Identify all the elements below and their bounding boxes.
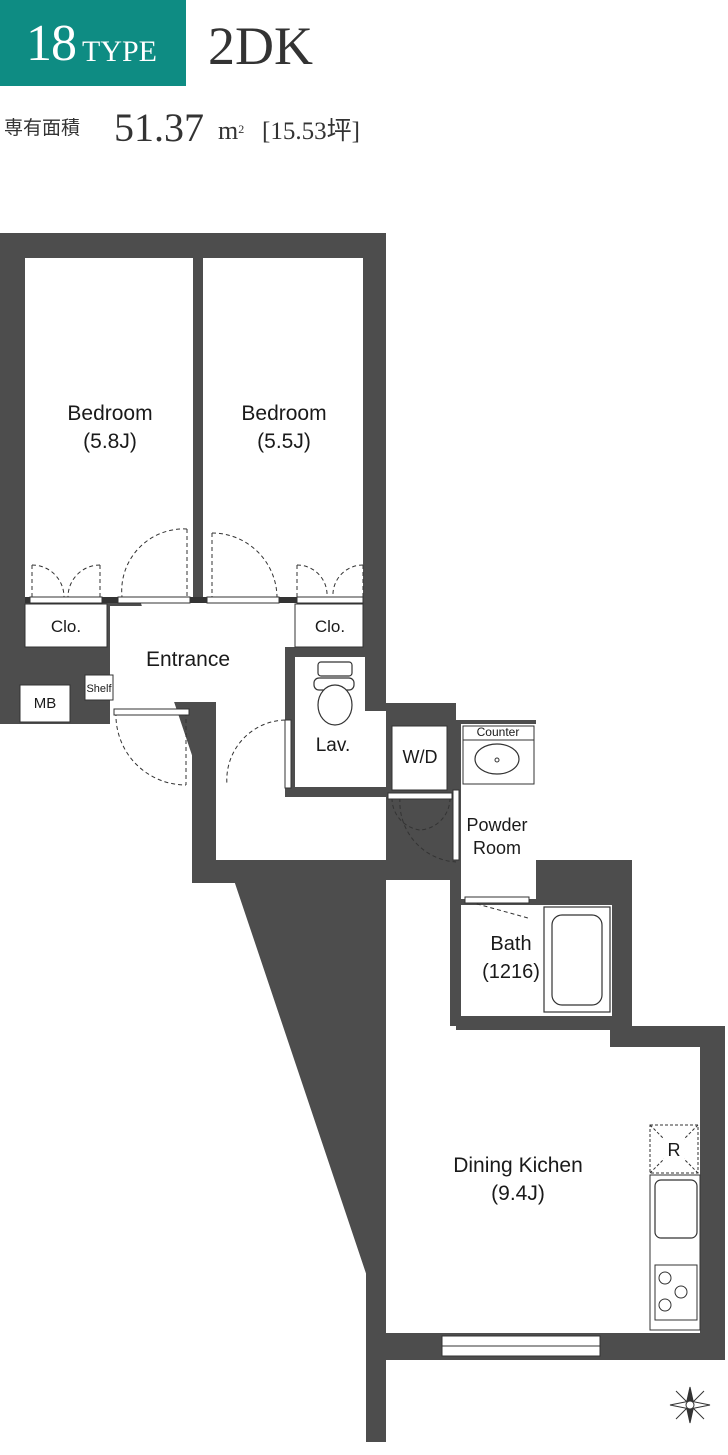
bedroom1-size: (5.8J) [83,430,137,453]
fridge-diag1 [649,1124,699,1174]
powder-label-2: Room [473,838,521,858]
bedroom2-label: Bedroom [241,402,326,425]
lav-door-frame [284,719,292,789]
bath-label: Bath [490,933,531,955]
shelf-box [84,674,114,701]
wd-space [391,725,448,791]
door-swings [31,528,529,919]
wd-door-frame [387,792,453,800]
wall-lower-corridor [192,702,216,883]
type-badge: 18 TYPE [0,0,186,86]
area-unit: m2 [218,116,244,146]
stove-icon [654,1264,698,1321]
area-label: 専有面積 [4,117,81,139]
wall-lav-top [285,647,365,657]
compass-icon [669,1386,711,1424]
door-opening-closet1 [29,596,103,604]
mb-box [19,684,71,723]
door-opening-bedroom1 [117,596,191,604]
entrance-label: Entrance [146,648,230,671]
shelf-label: Shelf [86,683,112,695]
bedroom1-label: Bedroom [67,402,152,425]
wall-powder-left [450,720,461,1025]
entrance-door-frame [113,708,190,716]
wall-dining-right [700,1026,725,1360]
toilet-icon [313,661,355,726]
door-opening-closet2 [296,596,364,604]
closet2-label: Clo. [315,617,345,636]
kitchen-sink-icon [654,1179,698,1239]
door-opening-bedroom2 [206,596,280,604]
interior-dining-rest [386,880,700,1333]
dining-size: (9.4J) [491,1182,545,1205]
area-unit-m: m [218,116,239,145]
bath-size: (1216) [482,961,540,983]
powder-door-frame [452,789,460,861]
type-word: TYPE [82,35,157,68]
bedroom2-size: (5.5J) [257,430,311,453]
fridge-label-bg [664,1138,684,1160]
wall-bath-right [612,880,632,1026]
bath-door-frame [464,896,530,904]
wd-label: W/D [403,747,438,767]
sink-drain-icon [494,757,500,763]
dining-label: Dining Kichen [453,1154,583,1177]
powder-label-1: Powder [466,815,527,835]
mb-label: MB [34,695,57,712]
fridge-label: R [668,1140,681,1160]
sink-icon [474,743,520,775]
wall-dining-left [366,860,386,1442]
fridge-diag2 [649,1124,699,1174]
lav-label: Lav. [316,735,351,756]
area-tsubo: [15.53坪] [262,118,360,145]
area-unit-superscript: 2 [238,122,245,136]
bathtub-icon [551,914,603,1006]
closet-left-box [24,603,108,648]
layout-name: 2DK [208,16,313,76]
closet-right-box [294,603,364,648]
wall-bath-bottom [450,1016,632,1026]
type-number: 18 [26,15,77,72]
closet1-label: Clo. [51,617,81,636]
wall-dining-right-top [612,1026,725,1047]
wall-bedroom-divider [193,258,203,600]
area-value: 51.37 [114,105,204,150]
wall-entrance-top-right [363,258,386,711]
wall-corridor-bottom [216,860,386,883]
counter-label: Counter [477,725,520,739]
wall-lav-bottom [285,787,386,797]
walls [0,233,725,1442]
